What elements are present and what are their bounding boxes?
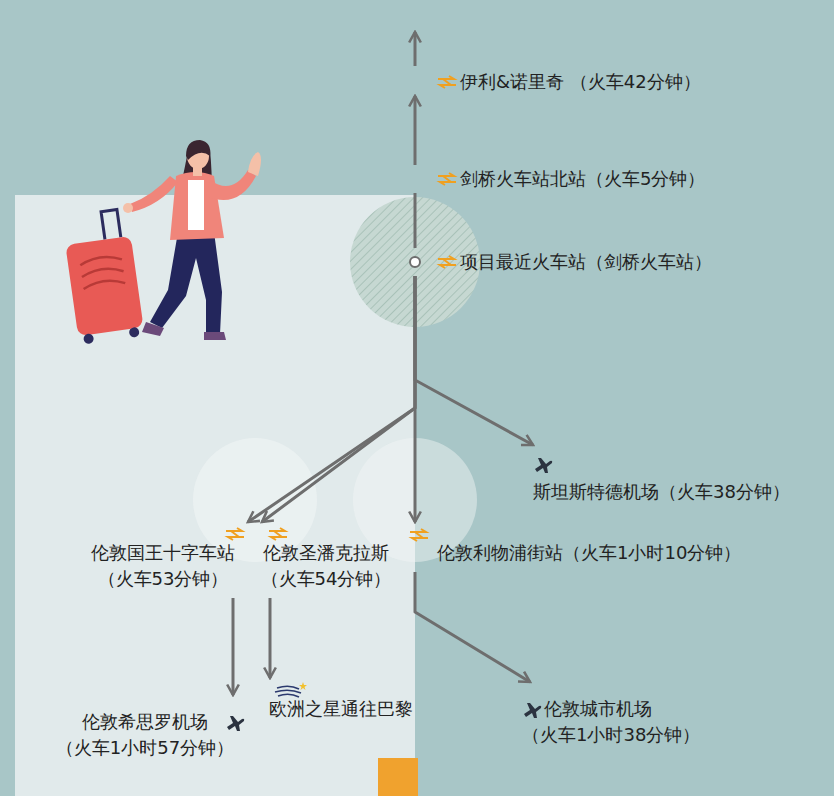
- station-label: （火车1小时38分钟）: [522, 722, 721, 748]
- station-label: 伦敦利物浦街站（火车1小时10分钟）: [437, 540, 813, 566]
- rail-icon: [437, 75, 457, 89]
- rail-connector: [248, 276, 415, 522]
- rail-connector: [232, 598, 235, 695]
- station-label: 伦敦圣潘克拉斯: [258, 540, 394, 566]
- traveller-illustration: [61, 140, 261, 345]
- rail-connector: [415, 276, 533, 445]
- rail-connector: [414, 193, 417, 248]
- station-label: （火车53分钟）: [77, 566, 249, 592]
- station-node: 斯坦斯特德机场（火车38分钟）: [528, 445, 820, 509]
- rail-icon: [437, 172, 457, 186]
- station-node: 伊利&诺里奇 （火车42分钟）: [410, 68, 740, 96]
- rail-connector: [414, 276, 417, 522]
- station-node: 剑桥火车站北站（火车5分钟）: [410, 165, 740, 193]
- plane-icon: [225, 713, 245, 731]
- rail-connector: [262, 276, 415, 522]
- rail-connector: [415, 572, 530, 682]
- station-node: 伦敦城市机场（火车1小时38分钟）: [518, 682, 723, 752]
- rail-connector: [269, 598, 272, 678]
- station-label: 剑桥火车站北站（火车5分钟）: [460, 166, 736, 192]
- station-label: 项目最近火车站（剑桥火车站）: [460, 249, 731, 275]
- rail-icon: [409, 528, 429, 542]
- station-node: 伦敦国王十字车站（火车53分钟）: [75, 522, 251, 598]
- rail-icon: [437, 255, 457, 269]
- rail-icon: [225, 527, 245, 541]
- station-label: （火车1小时57分钟）: [47, 735, 243, 761]
- station-label: 伦敦国王十字车站: [77, 540, 249, 566]
- rail-icon: [268, 527, 288, 541]
- station-label: 伊利&诺里奇 （火车42分钟）: [460, 69, 736, 95]
- orange-block: [378, 758, 418, 796]
- station-node: 伦敦圣潘克拉斯（火车54分钟）: [256, 522, 396, 598]
- wind-icon: [275, 682, 307, 698]
- station-label: 伦敦城市机场: [522, 696, 721, 722]
- station-label: 斯坦斯特德机场（火车38分钟）: [533, 479, 816, 505]
- line-extension: [414, 32, 417, 66]
- station-label: 欧洲之星通往巴黎: [269, 696, 443, 722]
- plane-icon: [522, 700, 542, 718]
- station-node: 项目最近火车站（剑桥火车站）: [405, 248, 735, 276]
- plane-icon: [533, 455, 553, 473]
- dot-icon: [409, 256, 423, 270]
- station-node: 伦敦希思罗机场（火车1小时57分钟）: [45, 695, 245, 765]
- station-label: 伦敦希思罗机场: [47, 709, 243, 735]
- rail-connector: [414, 96, 417, 165]
- station-node: 欧洲之星通往巴黎: [265, 678, 445, 726]
- station-label: （火车54分钟）: [258, 566, 394, 592]
- station-node: 伦敦利物浦街站（火车1小时10分钟）: [405, 522, 817, 572]
